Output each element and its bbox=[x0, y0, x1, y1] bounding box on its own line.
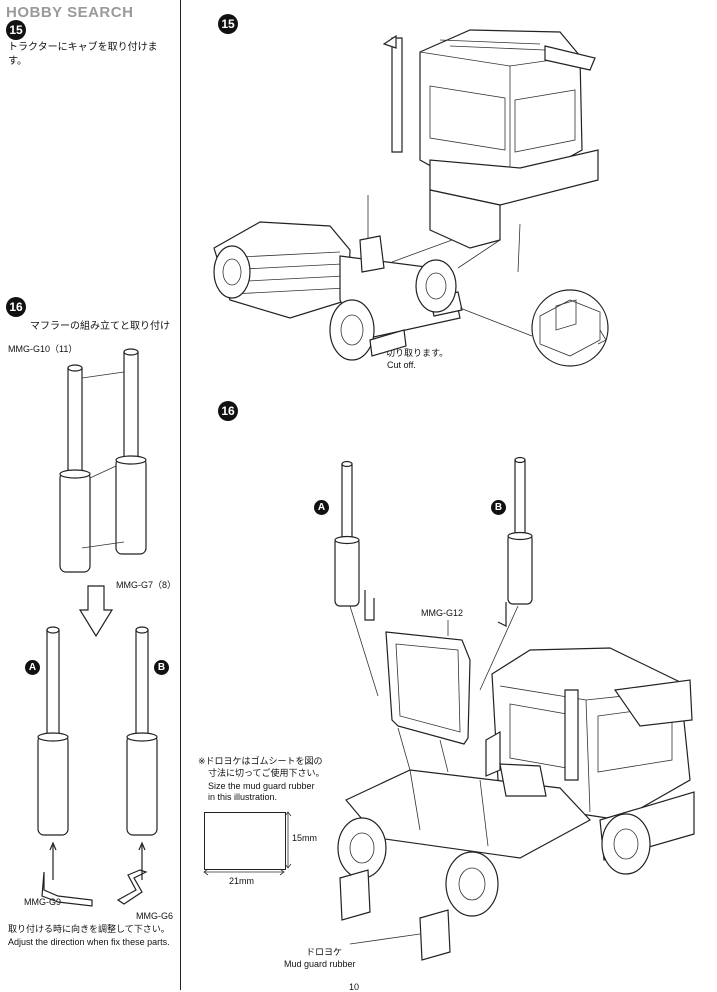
marker-a-right: A bbox=[314, 500, 329, 515]
mudguard-note-jp-1: ※ドロヨケはゴムシートを図の bbox=[198, 757, 323, 767]
marker-b-left: B bbox=[154, 660, 169, 675]
step-15-instruction: トラクターにキャブを取り付けます。 bbox=[8, 42, 158, 67]
note-en: Adjust the direction when fix these part… bbox=[8, 937, 170, 947]
cab-exploded bbox=[382, 29, 599, 249]
down-arrow bbox=[78, 585, 114, 638]
cutoff-detail-callout bbox=[531, 289, 609, 367]
column-divider bbox=[180, 0, 181, 990]
dim-height-label: 15mm bbox=[292, 833, 318, 843]
muffler-body-right bbox=[115, 455, 147, 555]
muffler-b-right bbox=[497, 456, 533, 627]
step-16-title: マフラーの組み立てと取り付け bbox=[30, 321, 170, 332]
muffler-assembled-a bbox=[37, 626, 93, 907]
frame-g12 bbox=[385, 620, 471, 745]
mudguard-note-en-1: Size the mud guard rubber bbox=[208, 781, 315, 791]
mudguard-template-rect bbox=[204, 812, 286, 870]
step-16-number-right: 16 bbox=[218, 401, 238, 421]
part-label-g6: MMG-G6 bbox=[136, 911, 173, 921]
part-label-g10: MMG-G10（11） bbox=[8, 344, 78, 354]
dim-width-label: 21mm bbox=[229, 876, 255, 886]
step-15-number-right: 15 bbox=[218, 14, 238, 34]
tractor-assembled bbox=[337, 647, 695, 961]
part-label-g9: MMG-G9 bbox=[24, 897, 61, 907]
brand-logo: HOBBY SEARCH bbox=[6, 4, 134, 21]
muffler-a-right bbox=[334, 460, 375, 621]
cut-off-jp: 切り取ります。 bbox=[386, 349, 449, 359]
step-15-number: 15 bbox=[6, 20, 26, 40]
mudguard-note-en-2: in this illustration. bbox=[208, 792, 278, 802]
marker-a-left: A bbox=[25, 660, 40, 675]
muffler-assembled-b bbox=[116, 626, 158, 905]
page-number: 10 bbox=[349, 982, 360, 992]
part-label-g12: MMG-G12 bbox=[421, 608, 464, 618]
mudguard-note-jp-2: 寸法に切ってご使用下さい。 bbox=[208, 769, 325, 779]
mudguard-label-en: Mud guard rubber bbox=[284, 959, 356, 969]
cut-off-en: Cut off. bbox=[387, 360, 416, 370]
part-label-g7: MMG-G7（8） bbox=[116, 580, 177, 590]
tractor-chassis bbox=[213, 195, 463, 361]
muffler-pipe-left bbox=[67, 364, 83, 479]
note-jp: 取り付ける時に向きを調整して下さい。 bbox=[8, 925, 170, 935]
step-16-number: 16 bbox=[6, 297, 26, 317]
muffler-body-left bbox=[59, 469, 91, 573]
marker-b-right: B bbox=[491, 500, 506, 515]
mudguard-label-jp: ドロヨケ bbox=[306, 948, 343, 958]
